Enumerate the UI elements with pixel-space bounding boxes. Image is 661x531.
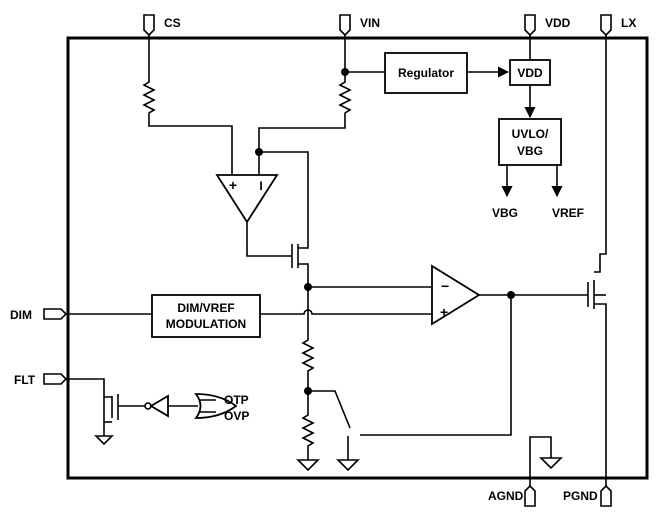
pin-dim[interactable]: DIM: [10, 308, 68, 322]
uvlo-label-1: UVLO/: [512, 127, 549, 141]
pin-flt-label: FLT: [14, 373, 36, 387]
ovp-label: OVP: [224, 409, 249, 423]
pin-pgnd-label: PGND: [563, 489, 598, 503]
pin-dim-label: DIM: [10, 308, 32, 322]
pin-cs[interactable]: CS: [143, 14, 181, 37]
vref-output-label: VREF: [552, 206, 584, 220]
uvlo-vbg-block: [498, 118, 562, 166]
pin-agnd[interactable]: AGND: [488, 484, 536, 507]
comparator-minus: −: [441, 278, 449, 294]
sense-amp-plus: +: [229, 177, 237, 193]
pin-lx[interactable]: LX: [600, 14, 636, 37]
sense-amp-minus: I: [259, 179, 262, 193]
pin-cs-label: CS: [164, 16, 181, 30]
sense-amplifier: [215, 174, 279, 224]
pin-vin-label: VIN: [360, 16, 380, 30]
regulator-block: [384, 52, 468, 94]
pin-vin[interactable]: VIN: [339, 14, 380, 37]
sense-mosfet: [259, 151, 309, 287]
comparator-plus: +: [440, 304, 448, 320]
pin-lx-label: LX: [621, 16, 636, 30]
inverter: [149, 394, 169, 418]
vdd-block: [509, 59, 551, 86]
dim-mod-label-1: DIM/VREF: [177, 301, 234, 315]
dim-vref-modulation-block: [151, 294, 261, 338]
otp-label: OTP: [224, 393, 249, 407]
power-mosfet: [587, 35, 607, 486]
cs-resistor: [142, 35, 233, 175]
pin-flt[interactable]: FLT: [14, 373, 68, 387]
vbg-output-label: VBG: [492, 206, 518, 220]
pin-pgnd[interactable]: PGND: [563, 484, 612, 507]
dim-mod-label-2: MODULATION: [166, 317, 246, 331]
uvlo-label-2: VBG: [517, 144, 543, 158]
vdd-block-label: VDD: [517, 66, 543, 80]
pin-vdd-label: VDD: [545, 16, 571, 30]
ic-outline: [66, 36, 649, 480]
regulator-label: Regulator: [398, 66, 454, 80]
pin-vdd[interactable]: VDD: [524, 14, 571, 37]
vin-resistor: [258, 35, 352, 175]
pin-agnd-label: AGND: [488, 489, 524, 503]
pwm-comparator: [431, 264, 481, 326]
